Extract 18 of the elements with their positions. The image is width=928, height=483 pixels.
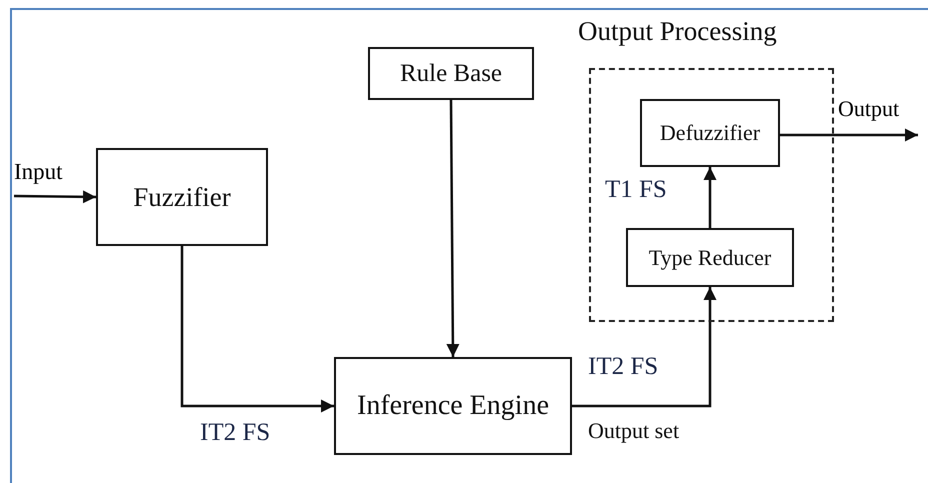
edge-label: Input	[14, 160, 63, 183]
edge-label: IT2 FS	[588, 354, 658, 379]
note-label: Output set	[588, 420, 680, 442]
process-box: Rule Base	[368, 47, 534, 100]
arrow	[572, 287, 716, 408]
process-box: Type Reducer	[626, 228, 794, 287]
arrow	[780, 128, 918, 142]
process-box: Fuzzifier	[96, 148, 268, 246]
arrow	[14, 190, 96, 204]
arrow	[180, 246, 334, 412]
arrow	[446, 100, 460, 357]
process-box: Defuzzifier	[640, 99, 780, 167]
arrow	[704, 167, 716, 228]
edge-label: T1 FS	[605, 177, 667, 202]
process-box: Inference Engine	[334, 357, 572, 455]
group-heading: Output Processing	[578, 18, 777, 45]
edge-label: IT2 FS	[200, 420, 270, 445]
edge-label: Output	[838, 98, 900, 120]
